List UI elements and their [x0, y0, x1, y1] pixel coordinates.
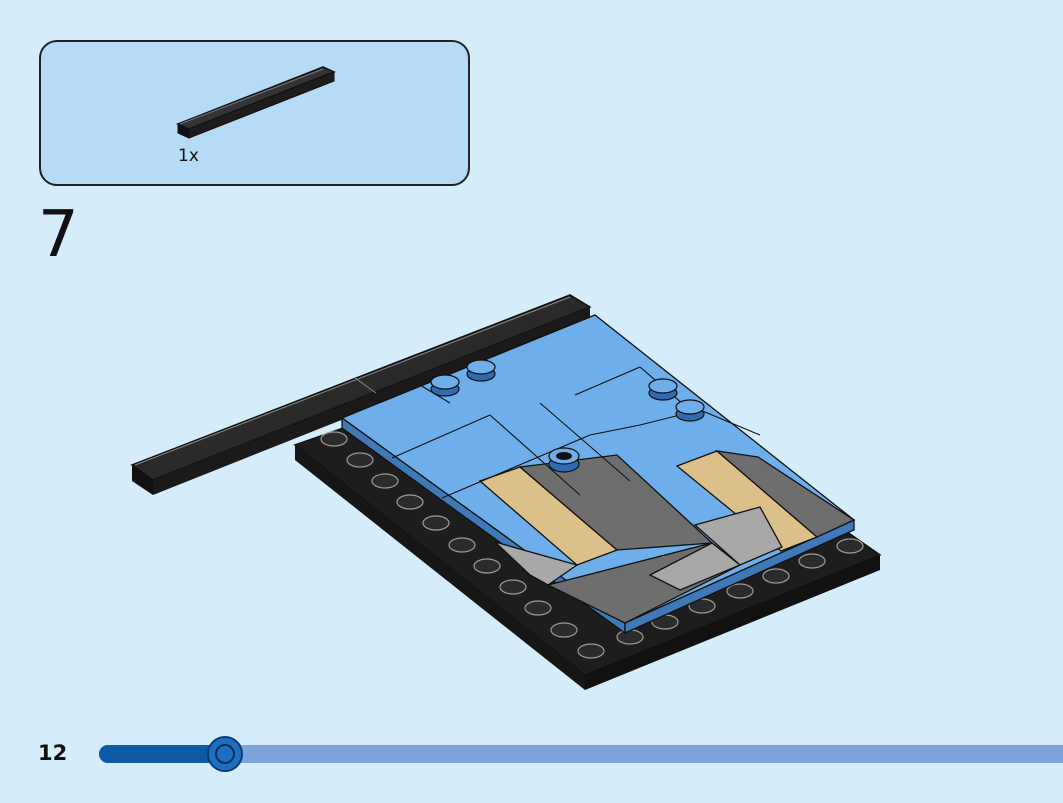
- progress-fill: [99, 745, 226, 763]
- page-number: 12: [38, 741, 68, 765]
- black-tile-1x8: [130, 294, 592, 495]
- page-progress-bar[interactable]: [99, 736, 1063, 772]
- progress-track: [99, 745, 1063, 763]
- build-model-illustration: [130, 294, 882, 690]
- black-tile-part-icon: [176, 66, 336, 139]
- top-plate-layer: [340, 314, 856, 635]
- step-number: 7: [38, 198, 79, 272]
- parts-callout: 1x: [39, 40, 470, 186]
- progress-knob[interactable]: [207, 736, 244, 772]
- part-quantity: 1x: [178, 146, 199, 166]
- top-studs: [430, 359, 705, 473]
